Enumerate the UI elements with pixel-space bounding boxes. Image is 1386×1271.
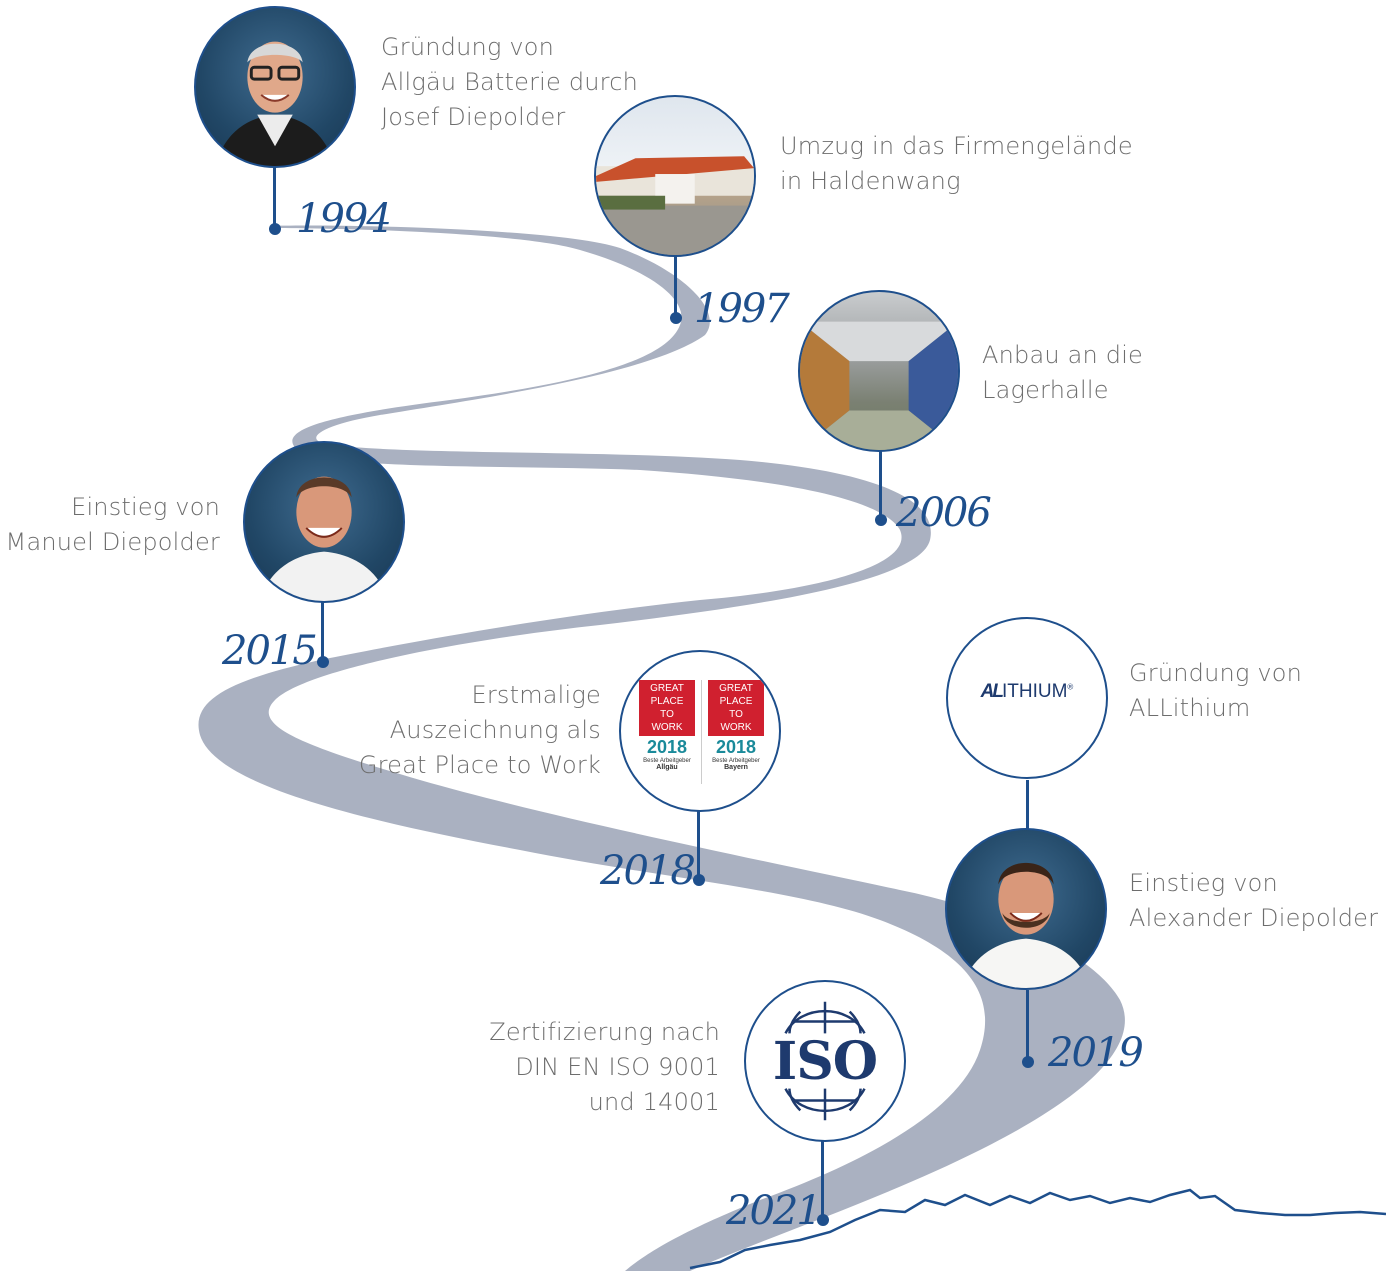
year-2006: 2006 — [896, 490, 992, 536]
label-line: Lagerhalle — [982, 376, 1109, 404]
label-line: DIN EN ISO 9001 — [515, 1053, 720, 1081]
portrait-2019 — [945, 828, 1107, 990]
timeline-dot-2015 — [317, 656, 329, 668]
milestone-label-2021: Zertifizierung nach DIN EN ISO 9001 und … — [440, 1015, 720, 1120]
portrait-icon — [215, 41, 335, 166]
year-2015: 2015 — [222, 628, 318, 674]
gptw-word: TO — [660, 709, 674, 720]
timeline-dot-1994 — [269, 223, 281, 235]
label-line: Einstieg von — [71, 493, 220, 521]
label-line: ALLithium — [1129, 694, 1251, 722]
label-line: Erstmalige — [471, 681, 601, 709]
year-1997: 1997 — [694, 286, 790, 332]
gptw-box: GREAT PLACE TO WORK — [708, 680, 764, 736]
timeline-dot-2021 — [817, 1214, 829, 1226]
award-badge-2018: GREAT PLACE TO WORK 2018 Beste Arbeitgeb… — [619, 650, 781, 812]
stem-allithium — [1026, 780, 1029, 830]
label-line: Auszeichnung als — [389, 716, 601, 744]
gptw-word: PLACE — [650, 696, 684, 707]
stem-2015 — [321, 600, 324, 662]
building-photo-icon — [596, 156, 754, 255]
label-line: Gründung von — [1129, 659, 1303, 687]
gptw-year: 2018 — [646, 737, 688, 757]
iso-logo-icon — [784, 1001, 866, 1121]
iso-logo-2021: ISO — [744, 980, 906, 1142]
timeline-dot-1997 — [670, 312, 682, 324]
warehouse-photo-2006 — [798, 290, 960, 452]
gptw-sub: Beste Arbeitgeber — [712, 758, 760, 764]
label-line: Umzug in das Firmengelände — [780, 132, 1133, 160]
label-line: Anbau an die — [982, 341, 1144, 369]
stem-2021 — [821, 1140, 824, 1220]
allithium-logo-circle: ALITHIUM® — [946, 617, 1108, 779]
mountain-ridge — [689, 1188, 1386, 1270]
timeline-dot-2018 — [693, 874, 705, 886]
label-line: Alexander Diepolder — [1129, 904, 1379, 932]
portrait-2015 — [243, 441, 405, 603]
milestone-label-1997: Umzug in das Firmengelände in Haldenwang — [780, 129, 1133, 199]
allithium-mark: AL — [980, 681, 1004, 702]
label-line: Josef Diepolder — [381, 103, 566, 131]
gptw-word: WORK — [651, 722, 683, 733]
gptw-word: TO — [729, 709, 743, 720]
gptw-word: WORK — [720, 722, 752, 733]
year-2019: 2019 — [1048, 1030, 1144, 1076]
timeline-dot-2019 — [1022, 1056, 1034, 1068]
gptw-word: GREAT — [650, 683, 684, 694]
warehouse-photo-icon — [800, 321, 958, 450]
label-line: Zertifizierung nach — [489, 1018, 720, 1046]
gptw-word: PLACE — [719, 696, 753, 707]
stem-2006 — [879, 450, 882, 520]
year-1994: 1994 — [296, 196, 392, 242]
allithium-label: Gründung von ALLithium — [1129, 656, 1302, 726]
gptw-badge-bayern: GREAT PLACE TO WORK 2018 Beste Arbeitgeb… — [708, 680, 764, 784]
allithium-logo-icon: ALITHIUM® — [980, 681, 1074, 702]
stem-2018 — [697, 800, 700, 880]
label-line: Einstieg von — [1129, 869, 1278, 897]
milestone-label-2006: Anbau an die Lagerhalle — [982, 338, 1143, 408]
gptw-word: GREAT — [719, 683, 753, 694]
gptw-region: Bayern — [724, 764, 748, 771]
stem-2019 — [1026, 990, 1029, 1060]
label-line: Great Place to Work — [358, 751, 601, 779]
label-line: Manuel Diepolder — [5, 528, 220, 556]
milestone-label-2015: Einstieg von Manuel Diepolder — [0, 490, 220, 560]
iso-text: ISO — [772, 1031, 878, 1092]
timeline-dot-2006 — [875, 514, 887, 526]
year-2021: 2021 — [726, 1188, 822, 1234]
portrait-1994 — [194, 6, 356, 168]
allithium-wordmark: ITHIUM — [1001, 681, 1068, 702]
milestone-label-1994: Gründung von Allgäu Batterie durch Josef… — [381, 30, 638, 135]
label-line: und 14001 — [588, 1088, 720, 1116]
portrait-icon — [259, 476, 389, 601]
building-photo-1997 — [594, 95, 756, 257]
portrait-icon — [961, 862, 1091, 988]
label-line: in Haldenwang — [780, 167, 961, 195]
milestone-label-2018: Erstmalige Auszeichnung als Great Place … — [330, 678, 601, 783]
year-2018: 2018 — [600, 848, 696, 894]
gptw-year: 2018 — [715, 737, 757, 757]
stem-1997 — [674, 255, 677, 317]
stem-1994 — [273, 165, 276, 228]
gptw-box: GREAT PLACE TO WORK — [639, 680, 695, 736]
label-line: Allgäu Batterie durch — [381, 68, 639, 96]
gptw-sub: Beste Arbeitgeber — [643, 758, 691, 764]
gptw-divider — [701, 680, 702, 784]
award-badge-icon: GREAT PLACE TO WORK 2018 Beste Arbeitgeb… — [637, 680, 767, 784]
milestone-label-2019: Einstieg von Alexander Diepolder — [1129, 866, 1378, 936]
gptw-region: Allgäu — [656, 764, 678, 771]
gptw-badge-allgaeu: GREAT PLACE TO WORK 2018 Beste Arbeitgeb… — [639, 680, 695, 784]
label-line: Gründung von — [381, 33, 555, 61]
